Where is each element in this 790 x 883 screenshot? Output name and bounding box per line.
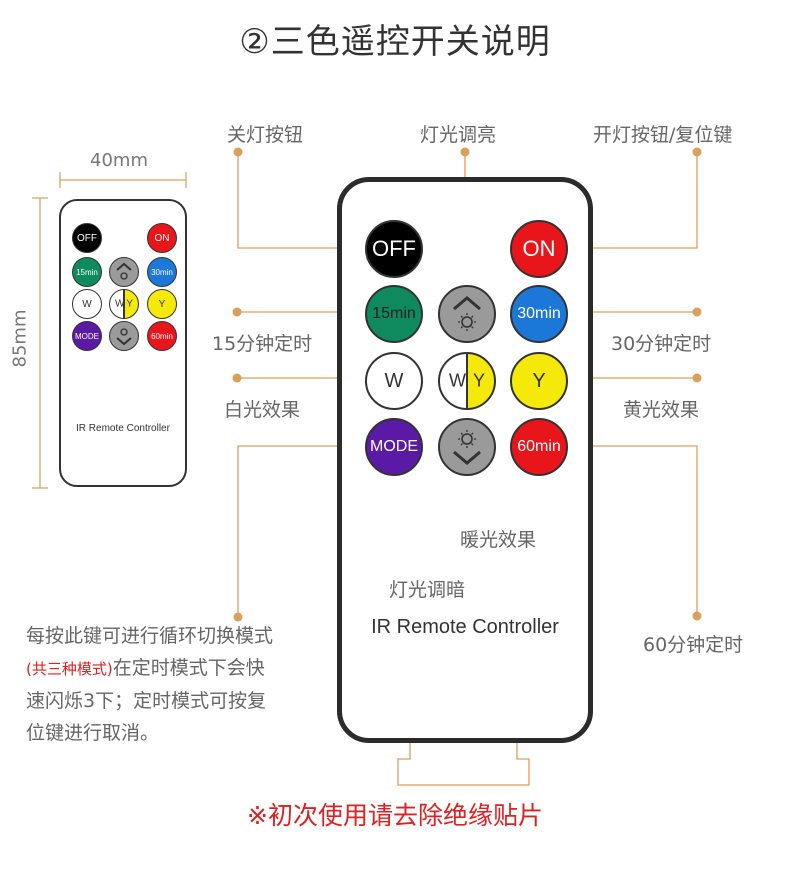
height-dimension: 85mm: [9, 309, 31, 368]
on-button: ON: [510, 220, 568, 278]
note-line-3: 速闪烁3下；定时模式可按复: [26, 690, 267, 712]
brighten-icon: [116, 262, 132, 280]
remote-label: IR Remote Controller: [371, 616, 559, 638]
small-15min-button: 15min: [72, 257, 102, 287]
small-remote-label: IR Remote Controller: [76, 423, 170, 434]
note-line-4: 位键进行取消。: [26, 722, 160, 744]
brighten-icon: [453, 296, 481, 331]
label-warm: 暖光效果: [460, 529, 537, 551]
15min-button: 15min: [365, 285, 423, 343]
yellow-button: Y: [510, 352, 568, 410]
note-line-1: 每按此键可进行循环切换模式: [26, 625, 274, 647]
small-mode-button: MODE: [72, 321, 102, 351]
60min-button: 60min: [510, 418, 568, 476]
small-yellow-button: Y: [147, 289, 177, 319]
mode-button: MODE: [365, 418, 423, 476]
dim-icon: [116, 328, 132, 346]
label-30min: 30分钟定时: [611, 333, 712, 355]
dim-icon: [453, 430, 481, 465]
label-off: 关灯按钮: [227, 124, 304, 146]
label-60min: 60分钟定时: [643, 634, 744, 656]
warning-text: ※初次使用请去除绝缘贴片: [247, 801, 543, 830]
width-dimension: 40mm: [90, 150, 148, 171]
30min-button: 30min: [510, 285, 568, 343]
label-15min: 15分钟定时: [212, 333, 313, 355]
small-off-button: OFF: [72, 223, 102, 253]
label-dim: 灯光调暗: [389, 579, 466, 601]
off-button: OFF: [365, 220, 423, 278]
brighten-button: [438, 285, 496, 343]
small-60min-button: 60min: [147, 321, 177, 351]
small-30min-button: 30min: [147, 257, 177, 287]
small-brighten-button: [109, 257, 139, 287]
dim-button: [438, 418, 496, 476]
note-red-text: (共三种模式): [26, 660, 113, 678]
label-on: 开灯按钮/复位键: [593, 124, 733, 146]
label-yellow: 黄光效果: [623, 399, 700, 421]
small-on-button: ON: [147, 223, 177, 253]
label-brighten: 灯光调亮: [420, 124, 497, 146]
white-button: W: [365, 352, 423, 410]
small-white-button: W: [72, 289, 102, 319]
page-title: ②三色遥控开关说明: [239, 22, 551, 62]
small-dim-button: [109, 321, 139, 351]
mode-note: 每按此键可进行循环切换模式 (共三种模式)在定时模式下会快 速闪烁3下；定时模式…: [26, 620, 326, 749]
label-white: 白光效果: [224, 399, 301, 421]
note-line-2: 在定时模式下会快: [112, 657, 265, 679]
